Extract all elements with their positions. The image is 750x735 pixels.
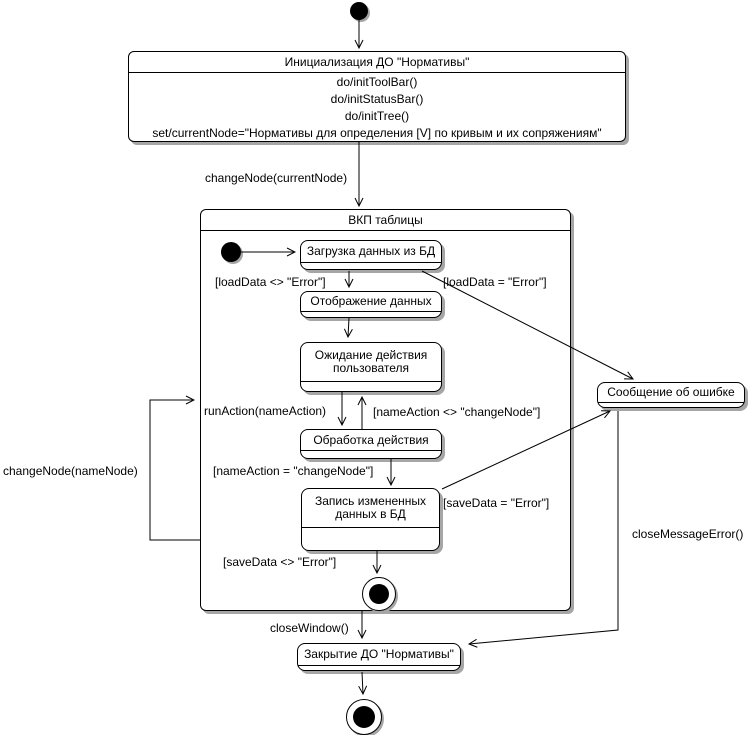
transition-label-load-ok: [loadData <> "Error"]	[215, 275, 326, 289]
transition-composite-self-loop	[149, 400, 200, 541]
transition-label-load-error: [loadData = "Error"]	[443, 275, 547, 289]
state-compartment	[298, 665, 460, 670]
transition-label-name-action-eq: [nameAction = "changeNode"]	[213, 464, 374, 478]
state-init-normativy: Инициализация ДО "Нормативы" do/initTool…	[128, 51, 626, 142]
state-title: Инициализация ДО "Нормативы"	[284, 54, 470, 69]
state-compartment	[301, 450, 441, 458]
state-title: Отображение данных	[310, 294, 432, 308]
state-compartment	[301, 262, 441, 269]
state-error-message: Сообщение об ошибке	[597, 382, 745, 408]
final-state-inner-dot	[369, 584, 389, 604]
transition-label-save-ok: [saveData <> "Error"]	[223, 555, 337, 569]
state-title: Загрузка данных из БД	[306, 244, 436, 258]
transition-label-change-node-name: changeNode(nameNode)	[3, 464, 138, 478]
state-process-action: Обработка действия	[300, 429, 442, 459]
state-close-normativy: Закрытие ДО "Нормативы"	[297, 643, 461, 671]
state-compartment	[301, 311, 441, 317]
state-save-data: Запись измененных данных в БД	[301, 488, 440, 551]
transition-label-name-action-neq: [nameAction <> "changeNode"]	[373, 405, 541, 419]
inner-initial-state-dot	[221, 242, 241, 262]
initial-state-dot	[350, 2, 368, 20]
transition-label-close-window: closeWindow()	[270, 621, 349, 635]
transition-label-change-node-current: changeNode(currentNode)	[205, 171, 348, 185]
transition-label-close-message-error: closeMessageError()	[632, 527, 744, 541]
state-title: Сообщение об ошибке	[607, 385, 735, 399]
state-compartment	[598, 402, 744, 407]
state-compartment	[301, 381, 441, 391]
state-action: do/initToolBar()	[336, 74, 418, 89]
state-title: Ожидание действия пользователя	[314, 348, 428, 375]
transition-label-run-action: runAction(nameAction)	[204, 404, 327, 418]
state-load-data: Загрузка данных из БД	[300, 240, 442, 270]
state-display-data: Отображение данных	[300, 291, 442, 318]
state-title: Запись измененных данных в БД	[314, 494, 427, 521]
state-wait-user-action: Ожидание действия пользователя	[300, 342, 442, 392]
state-action: do/initTree()	[344, 108, 410, 123]
final-state-node	[346, 699, 382, 735]
state-title: Обработка действия	[313, 432, 429, 447]
transition-close-to-final	[362, 671, 363, 694]
transition-label-save-error: [saveData = "Error"]	[443, 496, 550, 510]
state-title: ВКП таблицы	[201, 210, 570, 231]
state-action: set/currentNode="Нормативы для определен…	[152, 125, 602, 140]
state-actions: do/initToolBar() do/initStatusBar() do/i…	[129, 72, 625, 141]
state-action: do/initStatusBar()	[330, 91, 424, 106]
state-compartment	[302, 527, 439, 550]
state-title: Закрытие ДО "Нормативы"	[304, 647, 454, 661]
inner-final-state-node	[362, 577, 396, 611]
final-state-inner-dot	[353, 706, 375, 728]
